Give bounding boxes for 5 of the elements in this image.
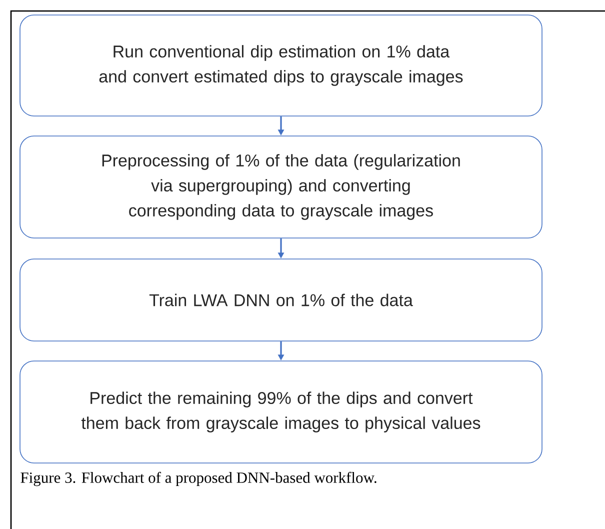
process-box: Preprocessing of 1% of the data (regularization via supergrouping) and converting corresponding data to grayscale images: [20, 136, 542, 238]
caption: Figure 3. Flowchart of a proposed DNN-based workflow.: [20, 472, 376, 486]
process-box: Predict the remaining 99% of the dips and convert them back from grayscale images to physical values: [20, 360, 542, 464]
process-box: Train LWA DNN on 1% of the data: [20, 258, 542, 342]
process-box: Run conventional dip estimation on 1% data and convert estimated dips to grayscale images: [20, 14, 542, 116]
